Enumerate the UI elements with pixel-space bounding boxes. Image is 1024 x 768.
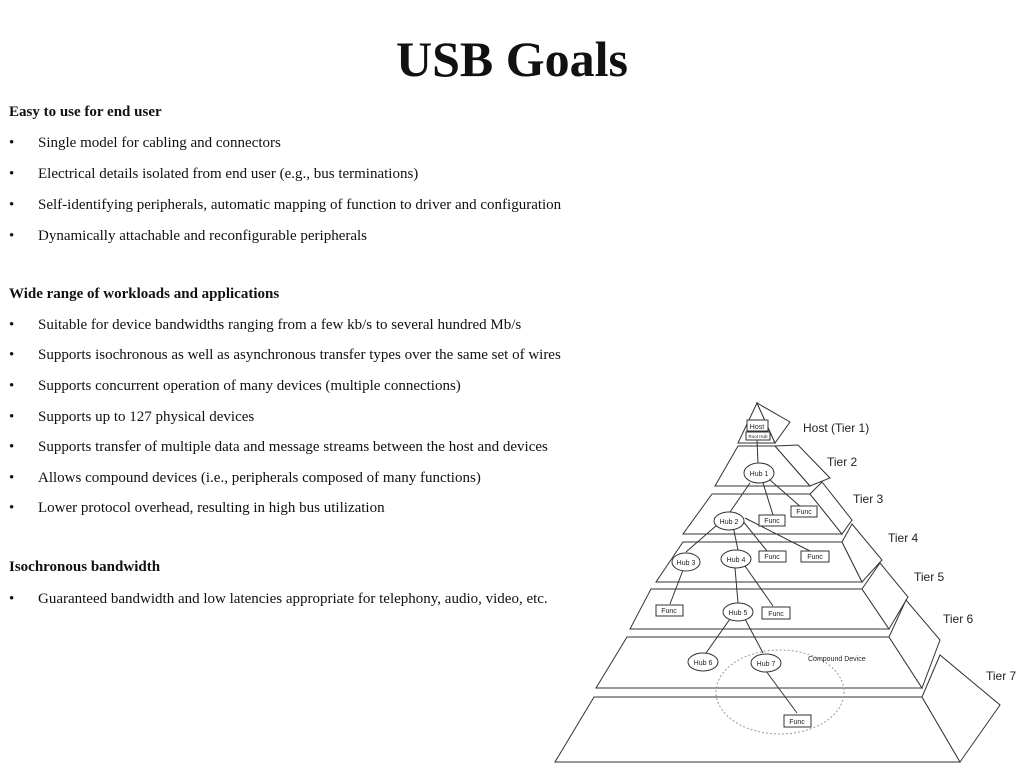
list-item-text: Guaranteed bandwidth and low latencies a… bbox=[38, 591, 548, 607]
list-item-text: Supports transfer of multiple data and m… bbox=[38, 439, 548, 455]
list-item: • Supports isochronous as well as asynchr… bbox=[9, 347, 561, 364]
hub-label: Hub 4 bbox=[727, 557, 746, 564]
list-item: • Guaranteed bandwidth and low latencies … bbox=[9, 591, 548, 608]
hub-4 bbox=[720, 549, 752, 569]
section-heading-isochronous: Isochronous bandwidth bbox=[9, 559, 161, 575]
slide-title: USB Goals bbox=[395, 31, 628, 87]
hub-2 bbox=[713, 511, 745, 531]
func-box bbox=[761, 606, 791, 620]
hub-6 bbox=[687, 652, 719, 672]
bullet-glyph: • bbox=[9, 197, 15, 213]
root-hub-box bbox=[745, 431, 771, 441]
bullet-glyph: • bbox=[9, 378, 15, 394]
tier-7-side bbox=[921, 654, 1001, 763]
compound-device-boundary bbox=[715, 649, 845, 735]
func-box bbox=[790, 505, 818, 518]
bullet-glyph: • bbox=[9, 439, 15, 455]
bullet-glyph: • bbox=[9, 470, 15, 486]
section-heading-workloads: Wide range of workloads and applications bbox=[9, 286, 280, 302]
func-box bbox=[800, 550, 830, 563]
list-item-text: Supports concurrent operation of many de… bbox=[38, 378, 461, 394]
tier-label: Tier 6 bbox=[943, 612, 974, 626]
hub-label: Hub 1 bbox=[750, 471, 769, 478]
list-item: • Single model for cabling and connectors bbox=[9, 135, 281, 152]
func-label: Func bbox=[768, 611, 784, 618]
func-box bbox=[758, 514, 786, 527]
list-item: • Electrical details isolated from end us… bbox=[9, 166, 418, 183]
list-item: • Suitable for device bandwidths ranging … bbox=[9, 317, 521, 334]
tier-2-side bbox=[773, 444, 831, 487]
hub-3 bbox=[671, 552, 701, 572]
list-item-text: Single model for cabling and connectors bbox=[38, 135, 281, 151]
tier-label: Host (Tier 1) bbox=[803, 421, 869, 435]
func-label: Func bbox=[796, 509, 812, 516]
func-label: Func bbox=[807, 554, 823, 561]
func-box bbox=[783, 714, 812, 728]
tier-6-side bbox=[888, 599, 941, 690]
host-label: Host bbox=[750, 424, 764, 431]
func-label: Func bbox=[661, 608, 677, 615]
hub-label: Hub 3 bbox=[677, 560, 696, 567]
tier-label: Tier 2 bbox=[827, 455, 858, 469]
bullet-glyph: • bbox=[9, 347, 15, 363]
bullet-glyph: • bbox=[9, 228, 15, 244]
compound-device-label: Compound Device bbox=[808, 656, 866, 663]
list-item: • Self-identifying peripherals, automatic… bbox=[9, 197, 561, 214]
host-box bbox=[746, 419, 769, 432]
hub-label: Hub 7 bbox=[757, 661, 776, 668]
tier-label: Tier 5 bbox=[914, 570, 945, 584]
list-item-text: Suitable for device bandwidths ranging f… bbox=[38, 317, 522, 333]
tier-label: Tier 3 bbox=[853, 492, 884, 506]
tier-label: Tier 4 bbox=[888, 531, 919, 545]
hub-label: Hub 2 bbox=[720, 519, 739, 526]
list-item-text: Supports isochronous as well as asynchro… bbox=[38, 347, 561, 363]
func-box bbox=[758, 550, 787, 563]
list-item: • Dynamically attachable and reconfigurab… bbox=[9, 228, 367, 245]
func-label: Func bbox=[764, 518, 780, 525]
list-item-text: Dynamically attachable and reconfigurabl… bbox=[38, 228, 368, 244]
hub-1 bbox=[743, 462, 775, 484]
bullet-glyph: • bbox=[9, 317, 15, 333]
bullet-glyph: • bbox=[9, 591, 15, 607]
hub-label: Hub 6 bbox=[694, 660, 713, 667]
tier-4-side bbox=[841, 523, 883, 583]
hub-7 bbox=[750, 653, 782, 673]
hub-label: Hub 5 bbox=[729, 610, 748, 617]
bullet-glyph: • bbox=[9, 409, 15, 425]
func-box bbox=[655, 604, 684, 617]
list-item-text: Lower protocol overhead, resulting in hi… bbox=[38, 500, 385, 516]
tier-label: Tier 7 bbox=[986, 669, 1017, 683]
tier-5-side bbox=[861, 562, 909, 630]
bullet-glyph: • bbox=[9, 500, 15, 516]
func-label: Func bbox=[789, 719, 805, 726]
list-item-text: Supports up to 127 physical devices bbox=[38, 409, 255, 425]
section-heading-ease-of-use: Easy to use for end user bbox=[9, 104, 162, 120]
list-item: • Supports concurrent operation of many d… bbox=[9, 378, 461, 395]
list-item: • Supports transfer of multiple data and … bbox=[9, 439, 548, 456]
list-item: • Lower protocol overhead, resulting in h… bbox=[9, 500, 385, 517]
hub-5 bbox=[722, 602, 754, 622]
tier-7-band bbox=[554, 696, 961, 763]
func-label: Func bbox=[764, 554, 780, 561]
tier-3-side bbox=[809, 481, 853, 535]
list-item-text: Allows compound devices (i.e., periphera… bbox=[38, 470, 481, 486]
list-item: • Allows compound devices (i.e., peripher… bbox=[9, 470, 481, 487]
list-item-text: Self-identifying peripherals, automatic … bbox=[38, 197, 562, 213]
bullet-glyph: • bbox=[9, 135, 15, 151]
list-item: • Supports up to 127 physical devices bbox=[9, 409, 254, 426]
bullet-glyph: • bbox=[9, 166, 15, 182]
list-item-text: Electrical details isolated from end use… bbox=[38, 166, 419, 182]
root-hub-label: Root Hub bbox=[748, 434, 768, 439]
